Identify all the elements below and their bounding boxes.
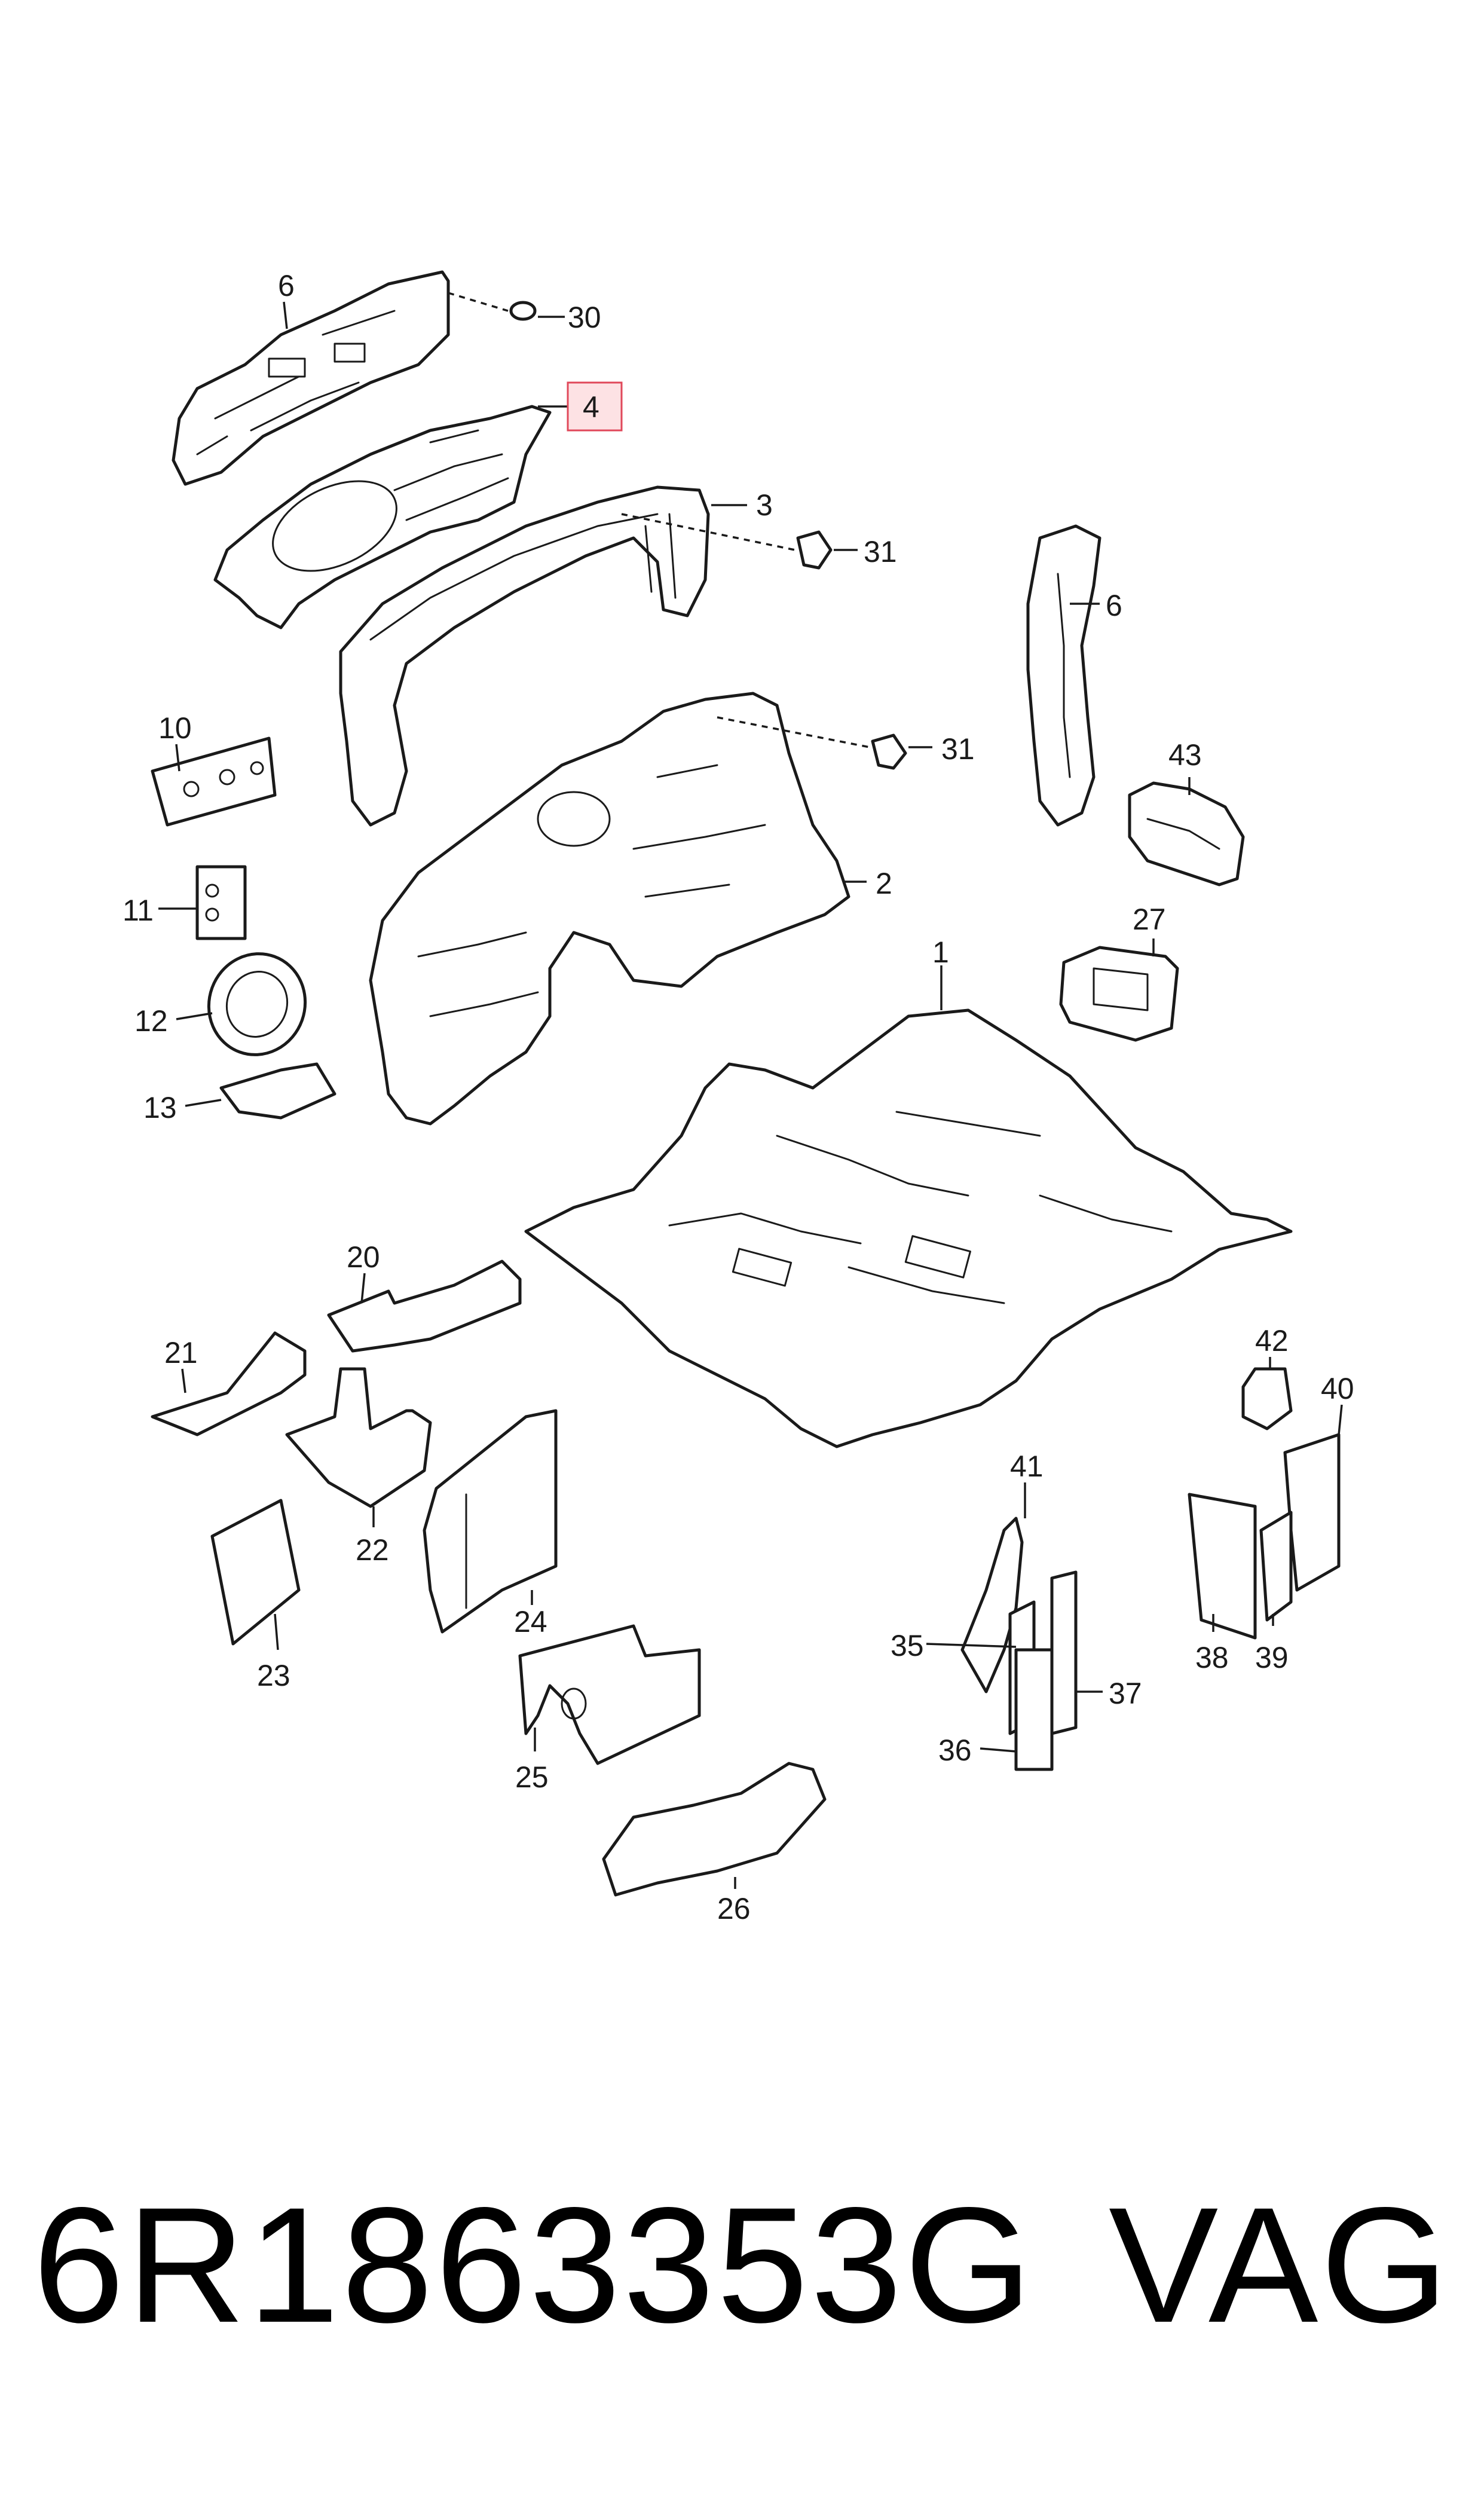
part-23 (210, 1499, 301, 1646)
part-40 (1283, 1433, 1341, 1592)
callout-2: 2 (876, 867, 892, 900)
part-2-dash-insulation (369, 692, 850, 1126)
part-31-clip (796, 530, 833, 570)
callout-36: 36 (938, 1734, 972, 1767)
part-27 (1059, 946, 1179, 1042)
callout-39: 39 (1255, 1641, 1289, 1674)
part-26 (602, 1762, 827, 1897)
part-25 (518, 1624, 701, 1765)
callout-6: 6 (1106, 589, 1122, 622)
part-4-bulkhead-insulation (213, 405, 552, 629)
callout-11: 11 (123, 894, 154, 927)
callout-43: 43 (1168, 738, 1202, 772)
callout-labels: 6 30 4 3 31 6 31 43 10 2 11 27 1 12 13 2… (123, 269, 1354, 1925)
part-12 (207, 952, 307, 1056)
leader-lines (158, 292, 1343, 1889)
callout-31-lower: 31 (941, 732, 975, 766)
callout-1: 1 (932, 936, 949, 969)
part-6-pillar-insulation (1026, 524, 1101, 827)
part-30-clip (509, 301, 537, 321)
part-41 (1241, 1367, 1293, 1430)
callout-12: 12 (134, 1004, 168, 1038)
callout-24: 24 (514, 1605, 547, 1638)
callout-21: 21 (164, 1336, 198, 1369)
part-3-crossmember (339, 485, 710, 827)
part-37 (1050, 1570, 1078, 1735)
part-13 (219, 1062, 336, 1120)
callout-25: 25 (515, 1760, 549, 1794)
part-38 (1188, 1493, 1257, 1640)
part-24 (423, 1409, 558, 1634)
part-5-insulation (172, 270, 450, 486)
callout-31-upper: 31 (864, 535, 897, 568)
callout-35: 35 (891, 1629, 924, 1662)
part-39 (1259, 1511, 1293, 1622)
callout-4-highlight (567, 381, 623, 432)
part-43 (1128, 781, 1245, 886)
callout-10: 10 (158, 711, 192, 745)
part-42 (960, 1517, 1024, 1693)
callout-23: 23 (257, 1659, 290, 1692)
part-20 (327, 1259, 522, 1353)
callout-38: 38 (1195, 1641, 1229, 1674)
callout-37: 37 (1109, 1677, 1142, 1710)
callout-5: 6 (278, 269, 295, 302)
part-number: 6R1863353G (33, 2173, 1035, 2357)
callout-22: 22 (356, 1533, 389, 1567)
part-31-clip-lower (871, 733, 907, 770)
part-1-floor-carpet (524, 1008, 1293, 1448)
callout-40: 40 (1321, 1372, 1354, 1405)
callout-27: 27 (1133, 903, 1166, 936)
callout-42: 41 (1010, 1450, 1044, 1483)
callout-3: 3 (756, 488, 773, 522)
part-36 (1014, 1648, 1054, 1771)
callout-30: 30 (568, 301, 601, 334)
callout-13: 13 (143, 1091, 177, 1124)
part-10 (151, 736, 277, 827)
part-11 (195, 865, 247, 940)
brand-name: VAG (1109, 2173, 1451, 2357)
callout-20: 20 (347, 1240, 380, 1274)
part-22 (285, 1367, 432, 1508)
callout-26: 26 (717, 1892, 751, 1925)
part-21 (151, 1331, 307, 1436)
callout-41: 42 (1255, 1324, 1289, 1358)
callout-4: 4 (583, 390, 599, 424)
